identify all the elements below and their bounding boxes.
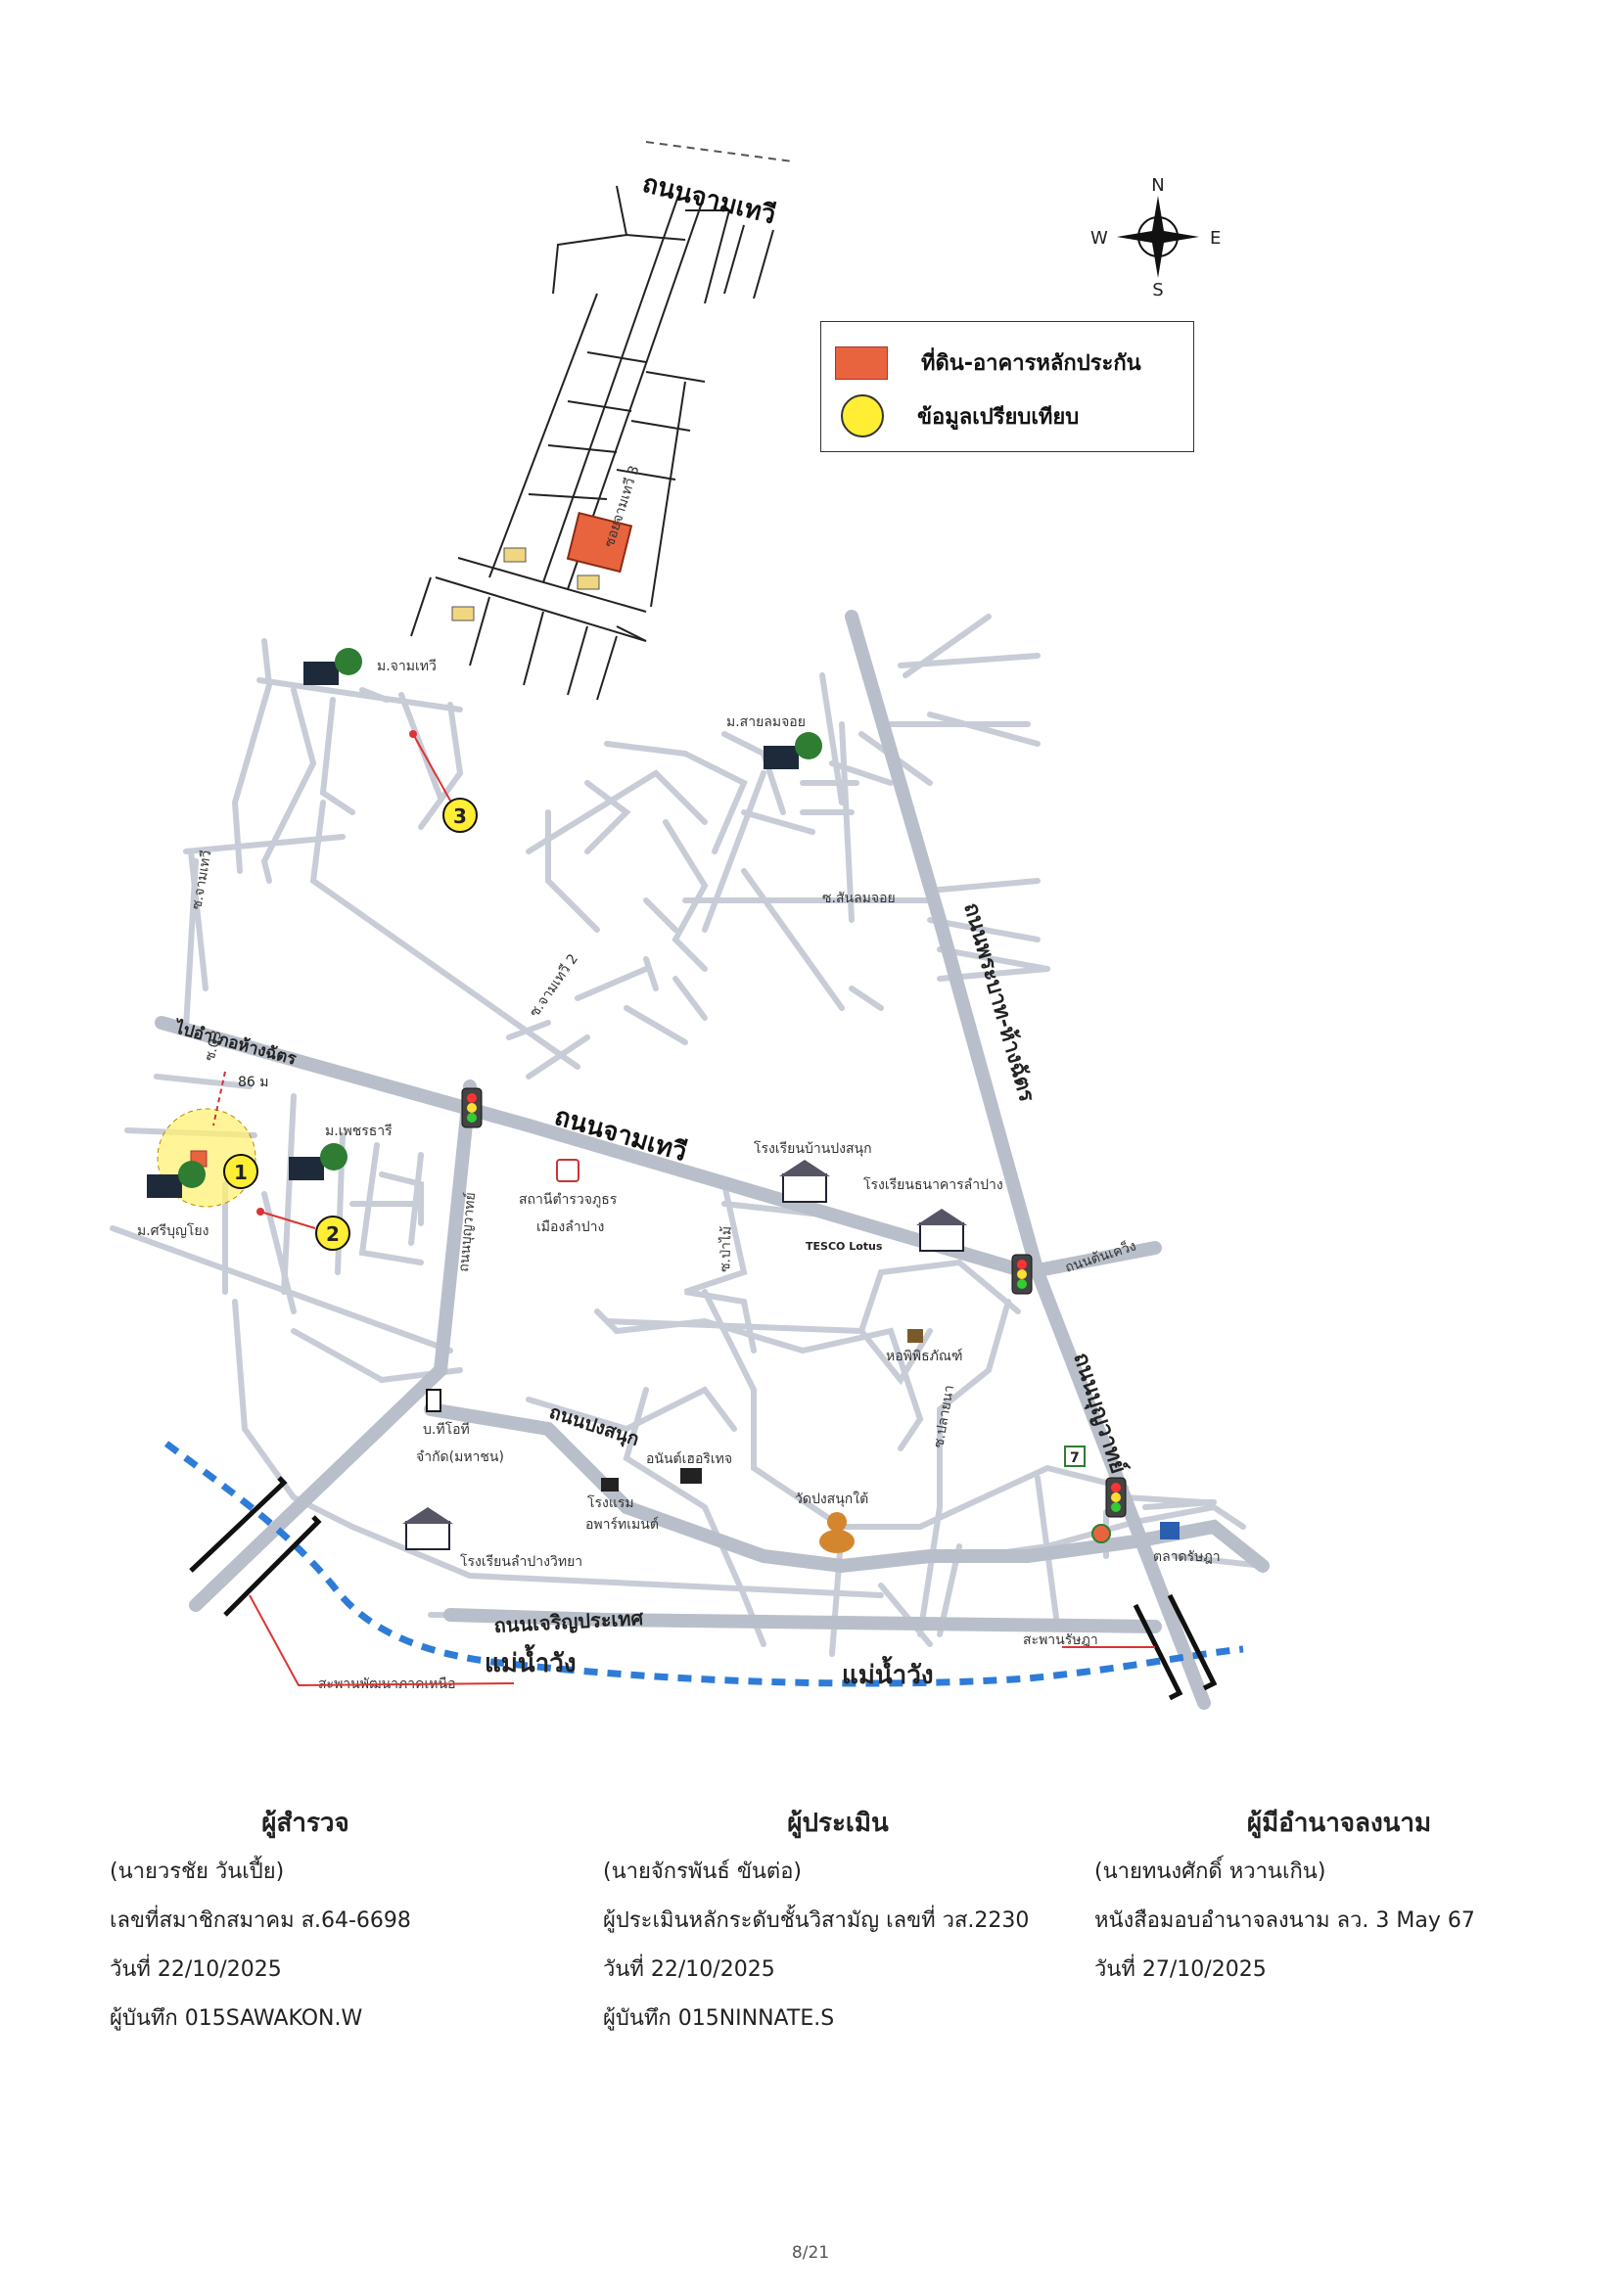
legend-collateral-label: ที่ดิน-อาคารหลักประกัน (921, 351, 1141, 376)
collateral-plot (566, 511, 633, 574)
school2-label: โรงเรียนธนาคารลำปาง (863, 1176, 1003, 1193)
museum-icon (907, 1329, 923, 1343)
temple-icon (819, 1512, 855, 1553)
market-label: ตลาดรัษฎา (1153, 1549, 1221, 1565)
bridge-east-label: สะพานรัษฎา (1023, 1632, 1098, 1648)
compass-south: S (1152, 280, 1163, 300)
police-label: สถานีตำรวจภูธร (519, 1192, 618, 1208)
legend: ที่ดิน-อาคารหลักประกัน ข้อมูลเปรียบเทียบ (820, 321, 1194, 452)
shop-label: อนันต์เฮอริเทจ (646, 1450, 732, 1467)
svg-text:2: 2 (326, 1222, 340, 1246)
school1-label: โรงเรียนบ้านปงสนุก (754, 1140, 872, 1157)
surveyor-date: วันที่ 22/10/2025 (110, 1957, 282, 1982)
village-icon (147, 648, 822, 1198)
bridge-east (1133, 1593, 1218, 1701)
museum-label: หอพิพิธภัณฑ์ (886, 1348, 962, 1364)
distance-arrow (212, 1071, 226, 1126)
appraiser-date: วันที่ 22/10/2025 (603, 1957, 775, 1982)
surveyor-block: ผู้สำรวจ (นายวรชัย วันเปี้ย) เลขที่สมาชิ… (110, 1799, 501, 2043)
house-icon (451, 547, 600, 621)
river-label-2: แม่น้ำวัง (842, 1655, 934, 1690)
hotel-label-2: อพาร์ทเมนต์ (585, 1516, 659, 1533)
legend-collateral-swatch (835, 345, 888, 380)
authorized-date: วันที่ 27/10/2025 (1094, 1957, 1267, 1982)
page-number: 8/21 (791, 2243, 830, 2263)
bridge-west (189, 1476, 322, 1617)
authorized-name: (นายทนงศักดิ์ หวานเกิน) (1094, 1860, 1326, 1884)
police-icon (556, 1159, 579, 1182)
tesco-label: TESCO Lotus (806, 1240, 883, 1253)
bridge-west-arrow (249, 1594, 515, 1687)
legend-comparison: ข้อมูลเปรียบเทียบ (835, 394, 1079, 437)
market-icon (1160, 1522, 1180, 1539)
compass-west: W (1090, 228, 1108, 249)
shop-icon (680, 1468, 702, 1484)
chamthewi-village-label: ม.จามเทวี (377, 659, 437, 674)
location-map: ถนนจามเทวี ซอยจามเทวี 3 N S E W (110, 141, 1270, 1710)
seven-eleven-icon (1064, 1446, 1086, 1467)
top-road-label: ถนนจามเทวี (639, 169, 778, 231)
appraiser-name: (นายจักรพันธ์ ขันต่อ) (603, 1860, 803, 1884)
school3-label: โรงเรียนลำปางวิทยา (460, 1553, 582, 1570)
appraiser-block: ผู้ประเมิน (นายจักรพันธ์ ขันต่อ) ผู้ประเ… (603, 1799, 1073, 2043)
authorized-block: ผู้มีอำนาจลงนาม (นายทนงศักดิ์ หวานเกิน) … (1094, 1799, 1584, 1995)
hotel-icon (601, 1478, 619, 1492)
distance-label: 86 ม (238, 1075, 269, 1090)
appraiser-title: ผู้ประเมิน (787, 1809, 889, 1838)
appraiser-recorder: ผู้บันทึก 015NINNATE.S (603, 2006, 835, 2031)
hotel-label: โรงแรม (587, 1494, 634, 1511)
soi-tonkheng-label: ถนนต้นเคว็ง (1063, 1236, 1138, 1275)
legend-collateral: ที่ดิน-อาคารหลักประกัน (835, 345, 1141, 380)
soi03-label: ซ.03 (202, 1029, 225, 1063)
sanlomjoy-village-label: ม.สายลมจอย (726, 714, 806, 730)
comparison-marker-2: 2 (256, 1208, 350, 1251)
surveyor-member-no: เลขที่สมาชิกสมาคม ส.64-6698 (110, 1908, 411, 1933)
legend-comparison-label: ข้อมูลเปรียบเทียบ (917, 404, 1080, 430)
appraiser-license: ผู้ประเมินหลักระดับชั้นวิสามัญ เลขที่ วส… (603, 1908, 1030, 1933)
surveyor-recorder: ผู้บันทึก 015SAWAKON.W (110, 2006, 363, 2031)
river-label-1: แม่น้ำวัง (485, 1643, 577, 1678)
tot-label-2: จำกัด(มหาชน) (416, 1449, 504, 1465)
temple-label: วัดปงสนุกใต้ (795, 1491, 868, 1507)
svg-text:3: 3 (453, 804, 467, 828)
srinuan-village-label: ม.ศรีบุญโยง (137, 1222, 208, 1239)
school-icon (402, 1160, 967, 1550)
gas-station-icon (1091, 1524, 1111, 1543)
soi-pla-label: ซ.ปลายนา (931, 1384, 957, 1449)
compass-east: E (1210, 228, 1221, 249)
to-hangchat-label: ไปอำเภอห้างฉัตร (171, 1017, 300, 1070)
seven-eleven-label: 7 (1070, 1450, 1080, 1466)
svg-text:1: 1 (234, 1161, 248, 1184)
lane-detail-map (410, 141, 794, 701)
building-icon (426, 1389, 441, 1412)
compass-north: N (1151, 175, 1164, 196)
police-label-2: เมืองลำปาง (536, 1219, 604, 1235)
comparison-marker-3: 3 (409, 730, 478, 833)
river (163, 1441, 1244, 1687)
authorized-poa: หนังสือมอบอำนาจลงนาม ลว. 3 May 67 (1094, 1908, 1475, 1933)
traffic-light-icon (461, 1087, 1127, 1518)
minor-roads (110, 614, 1266, 1657)
phet-village-label: ม.เพชรธารี (325, 1124, 393, 1139)
tot-label: บ.ทีโอที (423, 1421, 470, 1438)
compass-rose: N S E W (1090, 175, 1221, 300)
surveyor-title: ผู้สำรวจ (261, 1809, 349, 1838)
soi-pongsanook-label: ซ.ป่าไม้ (717, 1226, 735, 1273)
authorized-title: ผู้มีอำนาจลงนาม (1246, 1809, 1432, 1838)
surveyor-name: (นายวรชัย วันเปี้ย) (110, 1860, 285, 1884)
legend-comparison-swatch (841, 394, 884, 437)
soi-chamthewi2-label: ซ.จามเทวี 2 (527, 951, 581, 1020)
soi-sanlomjoy-label: ซ.สันลมจอย (822, 891, 896, 906)
comparison-marker-1: 1 (223, 1154, 258, 1189)
